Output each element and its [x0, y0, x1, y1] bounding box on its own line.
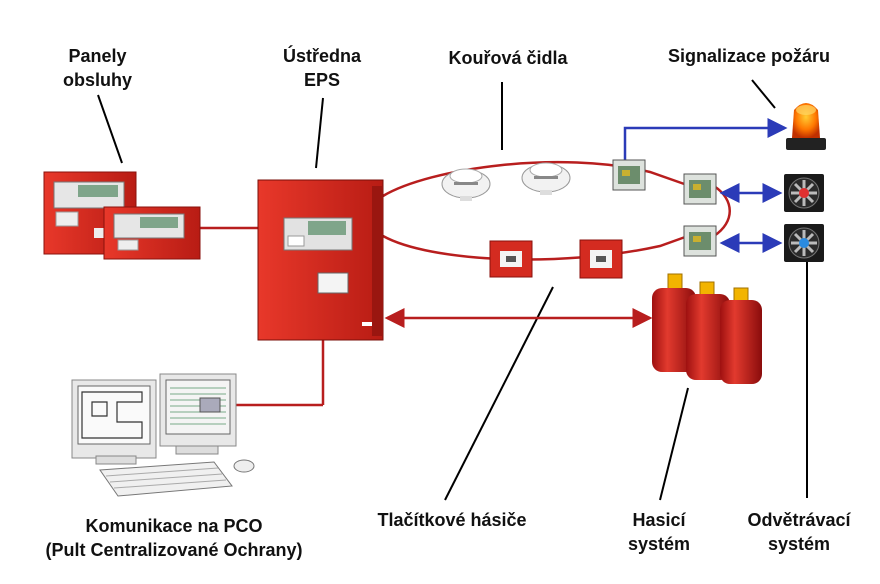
operator-panel-2 — [103, 206, 201, 260]
label-extinguishing-line1: Hasicí — [632, 510, 686, 530]
label-pco-line2: (Pult Centralizované Ochrany) — [45, 540, 303, 560]
label-extinguishing-line2: systém — [627, 534, 691, 554]
ventilation-fan-2 — [784, 224, 824, 262]
pco-workstation — [71, 373, 255, 497]
io-module-2 — [683, 173, 717, 205]
label-central-unit-line2: EPS — [303, 70, 341, 90]
extinguisher-cylinders — [652, 273, 762, 384]
label-fire-signalling: Signalizace požáru — [667, 46, 831, 66]
io-module-3 — [683, 225, 717, 257]
label-ventilation-system: Odvětrávací systém — [732, 508, 866, 556]
label-central-unit: Ústředna EPS — [272, 44, 372, 92]
manual-call-point-2 — [579, 239, 623, 279]
label-manual-call-points: Tlačítkové hásiče — [377, 510, 527, 530]
manual-call-point-1 — [489, 240, 533, 278]
label-pco-line1: Komunikace na PCO — [85, 516, 263, 536]
signal-connections — [623, 118, 788, 253]
label-extinguishing-system: Hasicí systém — [614, 508, 704, 556]
label-central-unit-line1: Ústředna — [282, 46, 362, 66]
label-ventilation-line2: systém — [767, 534, 831, 554]
smoke-detector-2 — [521, 162, 571, 195]
label-ventilation-line1: Odvětrávací — [747, 510, 851, 530]
smoke-detector-1 — [441, 168, 491, 201]
label-operator-panels-line1: Panely — [68, 46, 127, 66]
label-operator-panels-line2: obsluhy — [62, 70, 132, 90]
label-operator-panels: Panely obsluhy — [50, 44, 145, 92]
label-smoke-detectors: Kouřová čidla — [448, 48, 568, 68]
io-module-1 — [612, 159, 646, 191]
central-unit — [257, 179, 384, 341]
alarm-beacon — [786, 103, 826, 150]
ventilation-fan-1 — [784, 174, 824, 212]
label-pco-communication: Komunikace na PCO (Pult Centralizované O… — [14, 514, 334, 562]
operator-panel-1 — [43, 171, 137, 255]
